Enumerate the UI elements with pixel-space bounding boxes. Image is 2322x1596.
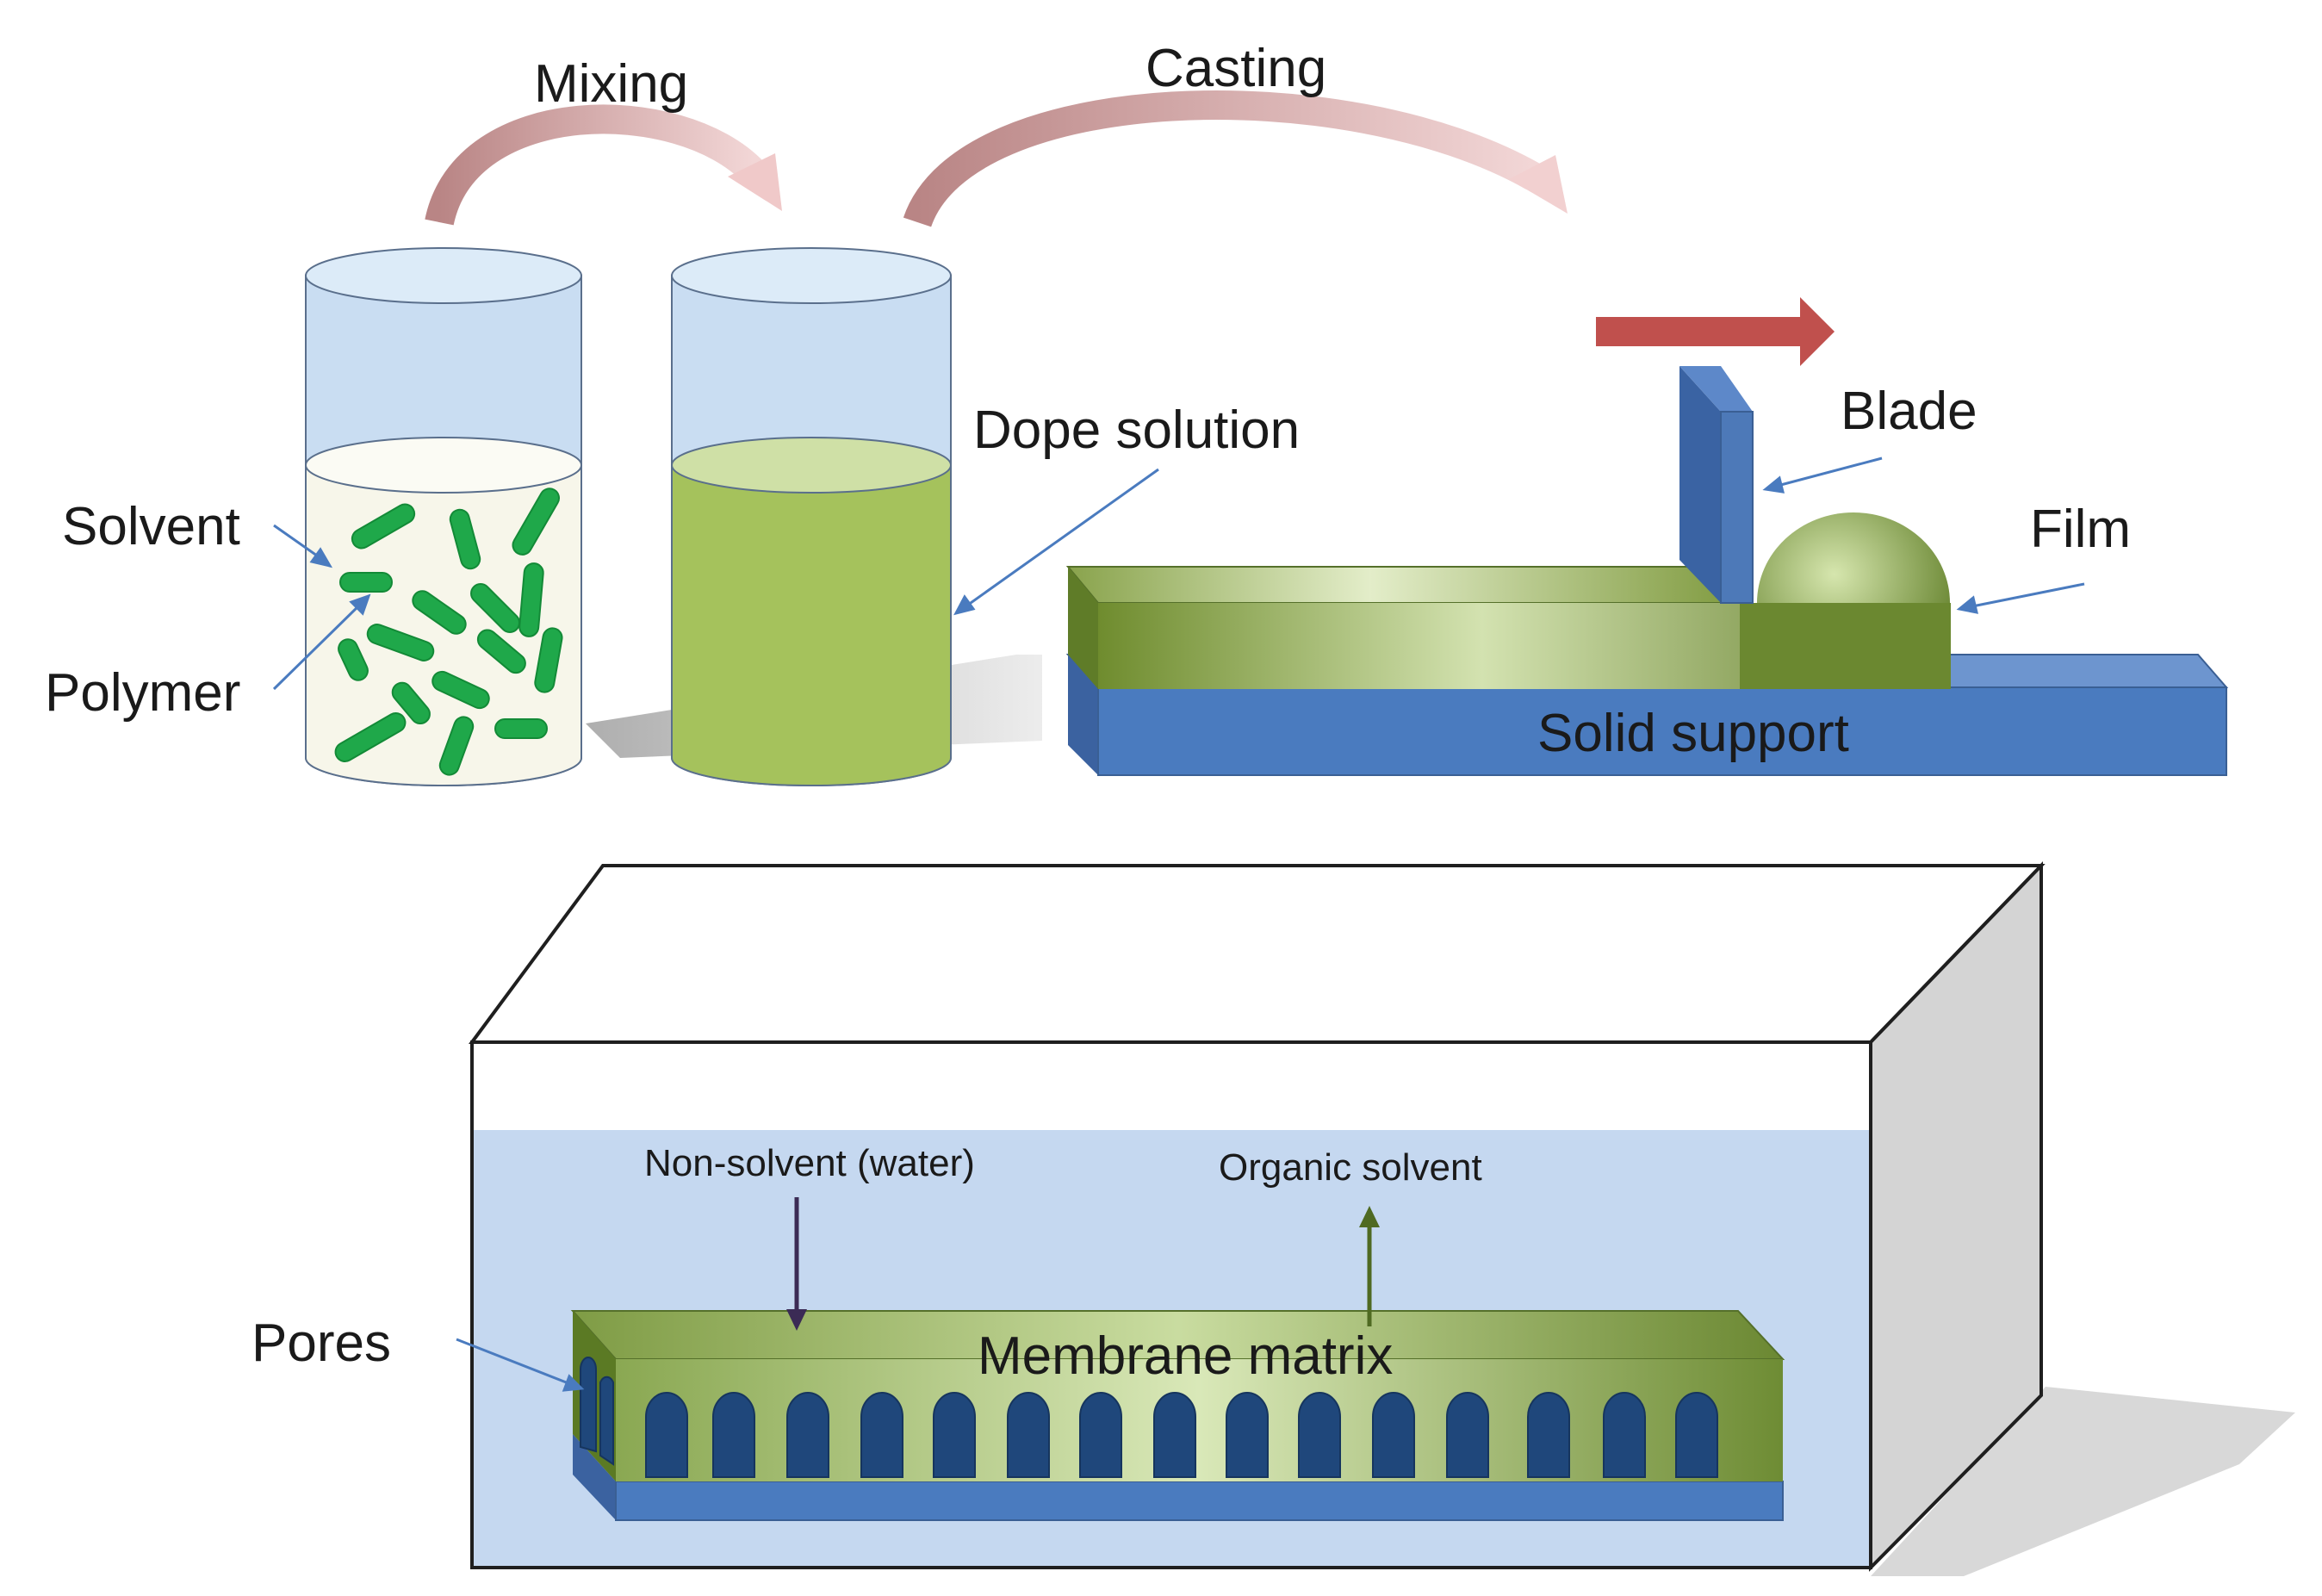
cast-film	[1065, 566, 1951, 689]
non-solvent-label: Non-solvent (water)	[644, 1142, 975, 1184]
pores-pointer	[456, 1338, 585, 1392]
film-dome-base	[1740, 603, 1951, 689]
membrane-matrix-label: Membrane matrix	[978, 1326, 1393, 1386]
solid-support-label: Solid support	[1537, 704, 1849, 763]
pores-label: Pores	[251, 1313, 391, 1373]
solvent-label: Solvent	[62, 497, 240, 556]
film-label: Film	[2030, 500, 2131, 559]
polymer-rods	[334, 487, 563, 776]
dope-solution-beaker	[671, 247, 952, 786]
organic-solvent-label: Organic solvent	[1219, 1146, 1482, 1189]
mixing-arrow	[425, 104, 782, 227]
dope-solution-label: Dope solution	[973, 401, 1300, 460]
polymer-label: Polymer	[45, 663, 240, 723]
solvent-beaker	[305, 247, 582, 786]
mixing-label: Mixing	[534, 54, 688, 114]
bath-shadow	[1871, 1387, 2295, 1576]
label-pointers-blade-film	[1762, 456, 2085, 614]
blade-direction-arrow	[1596, 297, 1835, 366]
casting-blade	[1679, 366, 1754, 604]
casting-label: Casting	[1145, 39, 1326, 98]
membrane-support	[573, 1434, 1784, 1521]
non-solvent-arrow	[786, 1197, 807, 1331]
label-pointers-top	[272, 468, 1159, 691]
organic-solvent-arrow	[1359, 1206, 1380, 1326]
pores	[580, 1357, 1718, 1478]
casting-arrow	[903, 90, 1568, 228]
blade-label: Blade	[1841, 382, 1977, 441]
